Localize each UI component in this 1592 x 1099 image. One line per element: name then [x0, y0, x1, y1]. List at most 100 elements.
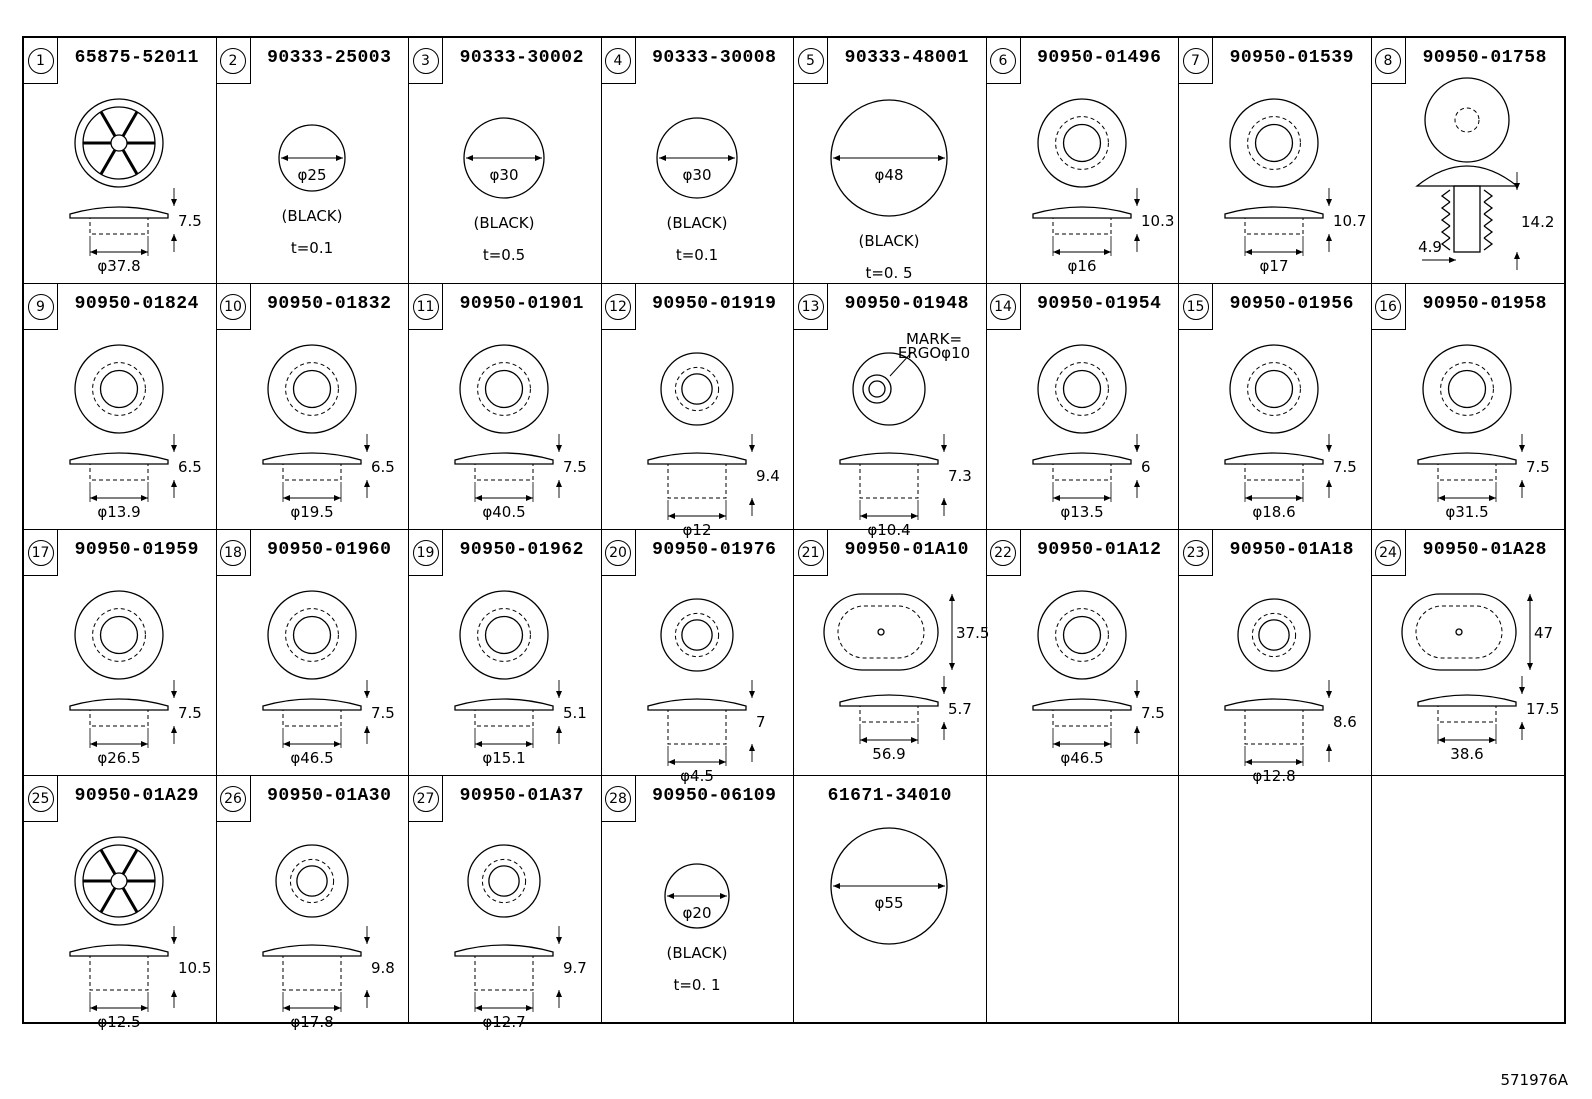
height-label: 10.7 — [1333, 212, 1366, 230]
diameter-label: φ46.5 — [1060, 749, 1103, 767]
mark-note: ERGOφ10 — [898, 344, 970, 362]
item-number-box: 8 — [1371, 38, 1406, 84]
part-number: 90333-48001 — [844, 48, 969, 68]
part-drawing: φ30(BLACK)t=0.5 — [463, 117, 545, 264]
part-number: 90950-01958 — [1422, 294, 1547, 314]
item-number: 7 — [1182, 47, 1209, 74]
side-view-flange — [454, 944, 554, 957]
item-number-box: 1 — [24, 38, 58, 84]
height-label: 6.5 — [178, 458, 202, 476]
height-label: 7 — [756, 713, 766, 731]
part-note: t=0. 1 — [673, 976, 720, 994]
disk-outline — [655, 117, 738, 199]
side-view-flange — [1031, 698, 1132, 711]
item-number: 11 — [412, 293, 439, 320]
item-number: 8 — [1375, 47, 1401, 74]
side-view-flange — [839, 452, 939, 465]
top-view-inner — [289, 858, 334, 904]
side-view-flange — [1416, 452, 1517, 465]
side-view-flange — [1224, 452, 1324, 465]
top-view-inner — [92, 608, 146, 662]
top-view-outline — [1036, 590, 1127, 680]
diameter-label: φ16 — [1067, 257, 1096, 275]
side-view-flange — [1031, 452, 1132, 465]
top-view-outline — [1421, 344, 1512, 434]
top-view-hole — [1254, 369, 1294, 409]
height-label: 7.5 — [1333, 458, 1357, 476]
disk-outline — [830, 99, 948, 217]
height-label: 7.5 — [1526, 458, 1550, 476]
top-view-hole — [680, 619, 713, 651]
item-number: 2 — [220, 47, 246, 74]
item-number: 12 — [605, 293, 631, 320]
part-drawing: 7.5 φ37.8 — [69, 98, 202, 275]
part-note: (BLACK) — [281, 207, 342, 225]
part-number: 90950-01976 — [652, 540, 777, 560]
item-number-box: 5 — [794, 38, 828, 84]
part-number: 90950-01A37 — [459, 786, 584, 806]
part-number: 90950-01A29 — [74, 786, 199, 806]
side-view-body — [1244, 709, 1304, 745]
part-number: 90950-01539 — [1229, 48, 1354, 68]
top-view-outline — [74, 344, 164, 434]
top-view-inner — [674, 612, 719, 658]
item-number: 27 — [412, 785, 439, 812]
item-number-box: 24 — [1371, 530, 1406, 576]
wheel-spoke — [99, 111, 117, 137]
height-label: 7.5 — [178, 704, 202, 722]
diameter-label: φ10.4 — [867, 521, 910, 539]
height-label: 10.3 — [1141, 212, 1174, 230]
side-view-body — [667, 463, 726, 499]
top-view-inner — [1054, 116, 1109, 170]
part-drawing: 7φ4.5 — [646, 598, 766, 785]
disk-outline — [277, 124, 346, 192]
side-view-flange — [261, 944, 362, 957]
height-label: 9.8 — [371, 959, 395, 977]
side-view-flange — [1224, 698, 1324, 711]
side-view-body — [474, 955, 534, 991]
part-drawing: φ20(BLACK)t=0. 1 — [663, 863, 730, 994]
item-number-box: 18 — [216, 530, 251, 576]
side-view-flange — [646, 452, 747, 465]
top-view-hole — [295, 865, 328, 897]
diameter-label: φ37.8 — [97, 257, 140, 275]
clip-barb — [1440, 189, 1493, 203]
top-view-outline — [74, 98, 164, 188]
side-view-body — [282, 955, 341, 991]
top-view-outline — [266, 344, 357, 434]
side-view-body — [859, 705, 919, 723]
part-number: 90950-01919 — [652, 294, 777, 314]
top-view-hole — [292, 369, 331, 409]
clip-barb — [1440, 237, 1493, 251]
top-view-inner — [92, 362, 146, 416]
part-note: (BLACK) — [666, 944, 727, 962]
part-number: 90950-01959 — [74, 540, 199, 560]
top-view-hole — [1062, 123, 1101, 163]
part-note: (BLACK) — [666, 214, 727, 232]
top-view-outline — [1237, 598, 1311, 672]
top-view-inner — [1439, 362, 1494, 416]
part-drawing: φ48(BLACK)t=0. 5 — [830, 99, 948, 282]
wheel-spoke — [121, 887, 139, 913]
mark-center — [868, 380, 886, 398]
item-number: 26 — [220, 785, 246, 812]
part-number: 90950-01758 — [1422, 48, 1547, 68]
item-number-box: 12 — [601, 284, 636, 330]
height-label: 7.5 — [178, 212, 202, 230]
center-hole — [877, 628, 885, 636]
